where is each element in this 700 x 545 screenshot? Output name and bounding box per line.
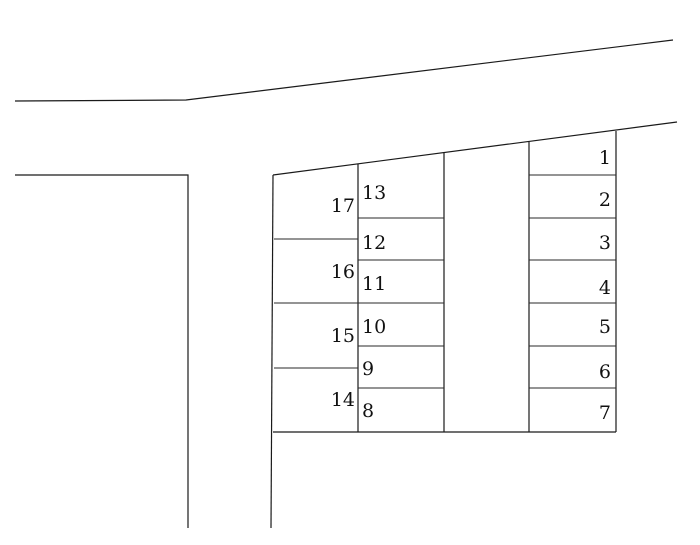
lot-label-2[interactable]: 2 <box>599 189 611 211</box>
lot-label-8[interactable]: 8 <box>362 400 374 422</box>
lot-label-9[interactable]: 9 <box>362 358 374 380</box>
lot-label-13[interactable]: 13 <box>362 182 386 204</box>
lot-label-10[interactable]: 10 <box>362 316 386 338</box>
subdivision-block <box>272 121 678 433</box>
lot-dividers <box>274 174 616 389</box>
lot-labels: 1 2 3 4 5 6 7 13 12 11 10 9 8 17 16 15 1… <box>331 147 611 424</box>
lot-label-15[interactable]: 15 <box>331 325 355 347</box>
lot-label-1[interactable]: 1 <box>599 147 611 169</box>
block-top-edge <box>272 121 678 176</box>
road-top-edge <box>14 39 674 102</box>
lot-label-7[interactable]: 7 <box>599 402 611 424</box>
road-right-boundary <box>270 174 274 529</box>
lot-label-6[interactable]: 6 <box>599 361 611 383</box>
lot-label-14[interactable]: 14 <box>331 389 355 411</box>
lot-label-3[interactable]: 3 <box>599 232 611 254</box>
lot-label-4[interactable]: 4 <box>599 277 611 299</box>
lot-label-11[interactable]: 11 <box>362 273 386 295</box>
lot-label-5[interactable]: 5 <box>599 316 611 338</box>
lot-label-12[interactable]: 12 <box>362 232 386 254</box>
lot-label-17[interactable]: 17 <box>331 195 355 217</box>
lot-label-16[interactable]: 16 <box>331 261 355 283</box>
road-lines <box>14 39 674 529</box>
road-left-block-edge <box>15 174 189 528</box>
